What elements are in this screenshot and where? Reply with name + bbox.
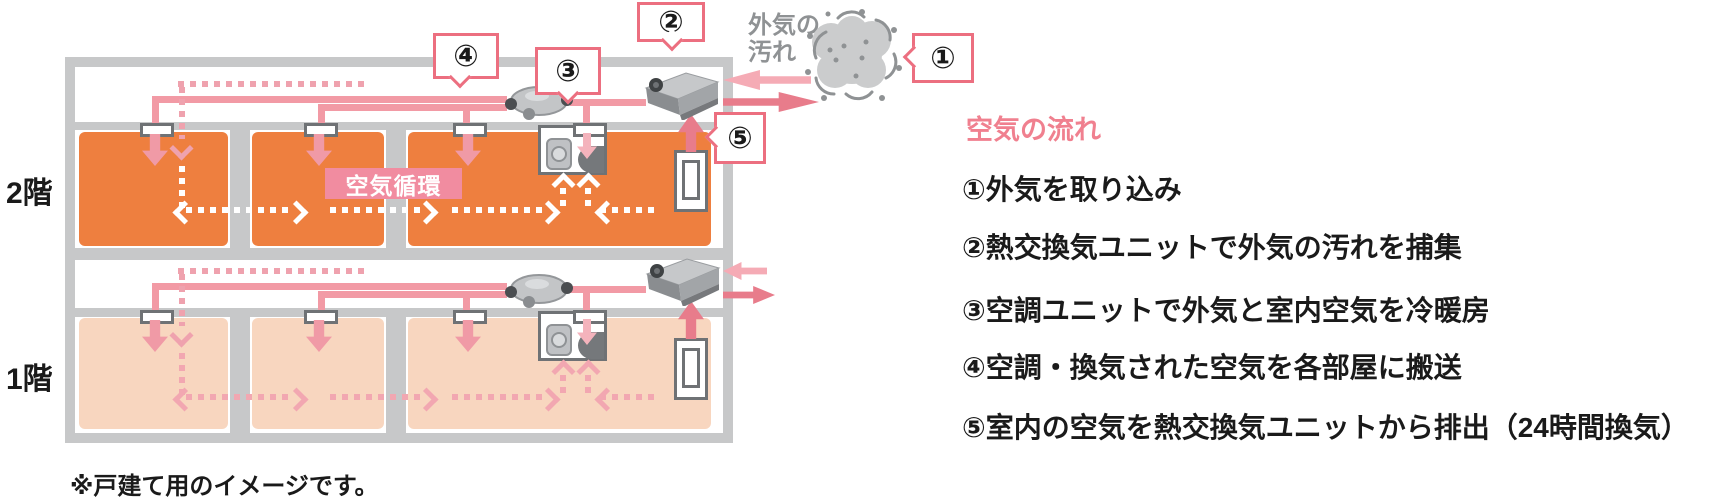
legend-item-4: ④空調・換気された空気を各部屋に搬送 — [962, 352, 1462, 383]
circ-h-1f-2 — [330, 394, 422, 400]
callout-1-number: ① — [930, 41, 956, 75]
window-2f — [674, 150, 708, 212]
room-divider-3 — [230, 308, 250, 433]
fan-coil-unit-2f-image — [545, 136, 573, 172]
callout-2: ② — [637, 2, 705, 52]
circulation-label: 空気循環 — [325, 168, 462, 199]
callout-3: ③ — [535, 47, 601, 105]
legend-title: 空気の流れ — [966, 115, 1101, 145]
circ-h-2f-1 — [186, 207, 294, 213]
return-duct-v-2 — [179, 274, 185, 326]
supply-duct-1 — [152, 96, 507, 103]
outside-air-dirt-label-line2: 汚れ — [748, 39, 796, 66]
supply-duct-12 — [463, 291, 470, 310]
legend-item-1: ①外気を取り込み — [962, 174, 1182, 205]
circ-up-v-1f-1 — [560, 375, 566, 399]
supply-duct-10 — [318, 291, 507, 298]
room-divider-4 — [386, 308, 406, 433]
return-duct-h-1 — [178, 81, 370, 87]
circ-h-2f-4 — [600, 207, 656, 213]
return-duct-v-1 — [179, 87, 185, 139]
callout-1-tail — [902, 45, 926, 69]
circ-up-v-2f-2 — [585, 188, 591, 212]
circ-up-v-2f-1 — [560, 188, 566, 212]
supply-duct-7 — [583, 99, 590, 123]
floor-slab-2 — [75, 248, 723, 260]
return-duct-h-2 — [178, 268, 370, 274]
legend-item-5: ⑤室内の空気を熱交換気ユニットから排出（24時間換気） — [962, 412, 1689, 443]
supply-duct-4 — [318, 104, 325, 123]
legend-item-2: ②熱交換気ユニットで外気の汚れを捕集 — [962, 232, 1462, 263]
window-pane-2f — [682, 160, 700, 200]
callout-5-number: ⑤ — [727, 121, 753, 155]
circ-h-1f-4 — [600, 394, 656, 400]
circ-v-2f — [179, 166, 185, 210]
supply-duct-3 — [318, 104, 507, 111]
fan-coil-unit-1f-image — [545, 322, 573, 358]
footnote: ※戸建て用のイメージです。 — [70, 473, 379, 500]
callout-4: ④ — [433, 33, 499, 89]
floor-label-1f: 1階 — [6, 363, 53, 396]
circ-v-1f — [179, 353, 185, 397]
circ-h-1f-3 — [452, 394, 544, 400]
supply-duct-11 — [318, 291, 325, 310]
circ-up-v-1f-2 — [585, 375, 591, 399]
callout-1: ① — [902, 33, 974, 83]
supply-duct-8 — [152, 283, 507, 290]
heat-exchange-unit-2f-image — [640, 70, 720, 120]
supply-duct-6 — [570, 99, 646, 106]
circ-h-2f-2 — [330, 207, 422, 213]
supply-duct-5 — [463, 104, 470, 123]
legend-item-3: ③空調ユニットで外気と室内空気を冷暖房 — [962, 295, 1490, 326]
supply-duct-14 — [583, 286, 590, 310]
supply-duct-13 — [570, 286, 646, 293]
circ-h-2f-3 — [452, 207, 544, 213]
supply-duct-2 — [152, 96, 159, 123]
room-divider-1 — [230, 122, 250, 248]
heat-exchange-unit-1f-image — [641, 256, 721, 306]
outdoor-air-dirt-cloud — [800, 6, 904, 102]
fresh-air-intake-arrow-2f — [723, 70, 811, 90]
supply-duct-9 — [152, 283, 159, 310]
circ-h-1f-1 — [186, 394, 294, 400]
window-1f — [674, 338, 708, 400]
callout-5: ⑤ — [704, 112, 766, 164]
branch-duct-unit-1f-image — [503, 272, 573, 310]
window-pane-1f — [682, 348, 700, 388]
floor-label-2f: 2階 — [6, 177, 53, 210]
